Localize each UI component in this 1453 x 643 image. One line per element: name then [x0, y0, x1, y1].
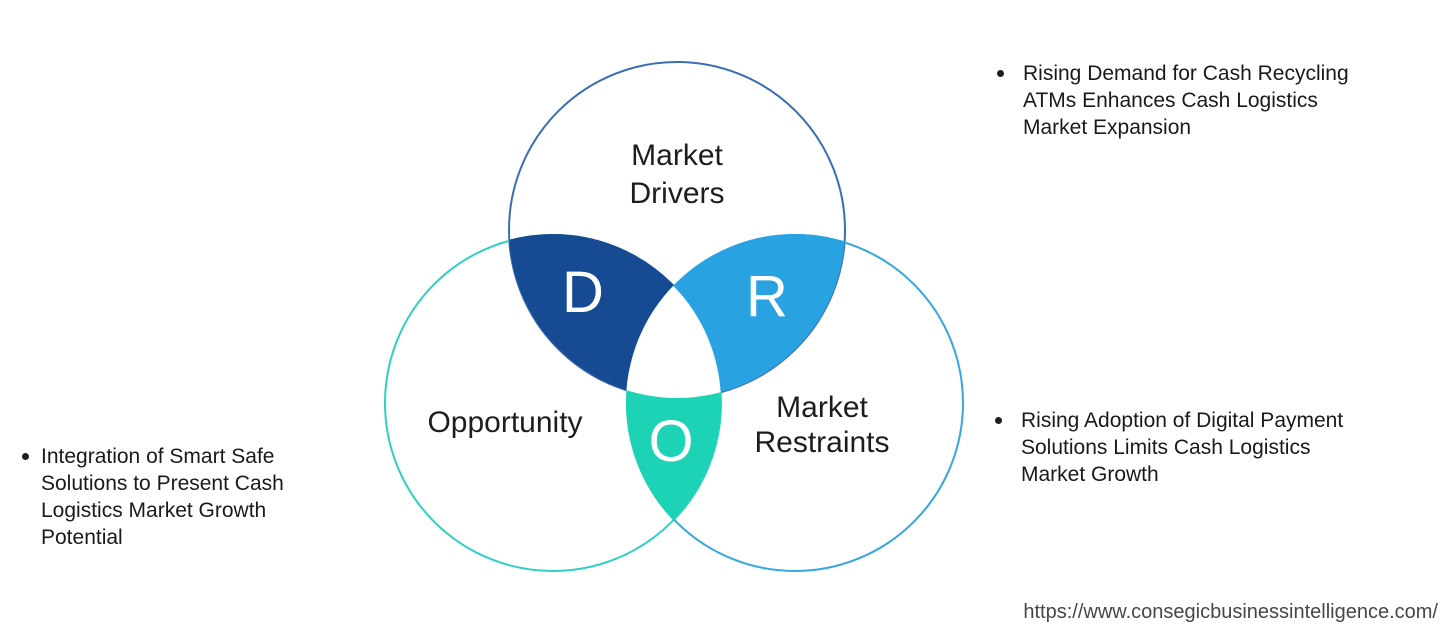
bullet-dot — [997, 70, 1004, 77]
letter-r: R — [746, 264, 788, 329]
opportunity-label-line1: Opportunity — [427, 406, 583, 439]
bullet-item-opportunity: Integration of Smart Safe Solutions to P… — [22, 443, 284, 551]
bullet-restraints-text: Rising Adoption of Digital Payment Solut… — [1021, 407, 1343, 488]
bullet-dot — [22, 453, 29, 460]
drivers-label-line2: Drivers — [629, 177, 725, 210]
bullet-drivers-line2: ATMs Enhances Cash Logistics — [1023, 89, 1318, 112]
bullet-item-restraints: Rising Adoption of Digital Payment Solut… — [995, 407, 1343, 488]
restraints-label-line2: Restraints — [754, 426, 890, 459]
bullet-opportunity-line4: Potential — [41, 526, 123, 549]
bullet-restraints-line2: Solutions Limits Cash Logistics — [1021, 436, 1311, 459]
restraints-label: Market Restraints — [742, 390, 902, 460]
bullet-opportunity-text: Integration of Smart Safe Solutions to P… — [41, 443, 284, 551]
drivers-opportunity-overlap — [509, 234, 722, 398]
drivers-restraints-overlap — [626, 234, 845, 398]
bullet-drivers-line3: Market Expansion — [1023, 116, 1192, 139]
bullet-drivers-line1: Rising Demand for Cash Recycling — [1023, 62, 1349, 85]
bullet-restraints-line1: Rising Adoption of Digital Payment — [1021, 409, 1344, 432]
drivers-label-line1: Market — [631, 139, 723, 172]
bullet-opportunity-line1: Integration of Smart Safe — [41, 445, 275, 468]
footer-url: https://www.consegicbusinessintelligence… — [1023, 601, 1438, 623]
bullet-opportunity-line3: Logistics Market Growth — [41, 499, 267, 522]
bullet-opportunity-line2: Solutions to Present Cash — [41, 472, 284, 495]
opportunity-label: Opportunity — [398, 404, 612, 442]
letter-o: O — [648, 409, 693, 474]
restraints-label-line1: Market — [776, 391, 868, 424]
bullet-dot — [995, 417, 1002, 424]
bullet-drivers-text: Rising Demand for Cash Recycling ATMs En… — [1023, 60, 1349, 141]
bullet-restraints-line3: Market Growth — [1021, 463, 1159, 486]
drivers-label: Market Drivers — [602, 137, 752, 213]
bullet-item-drivers: Rising Demand for Cash Recycling ATMs En… — [997, 60, 1349, 141]
letter-d: D — [562, 260, 604, 325]
